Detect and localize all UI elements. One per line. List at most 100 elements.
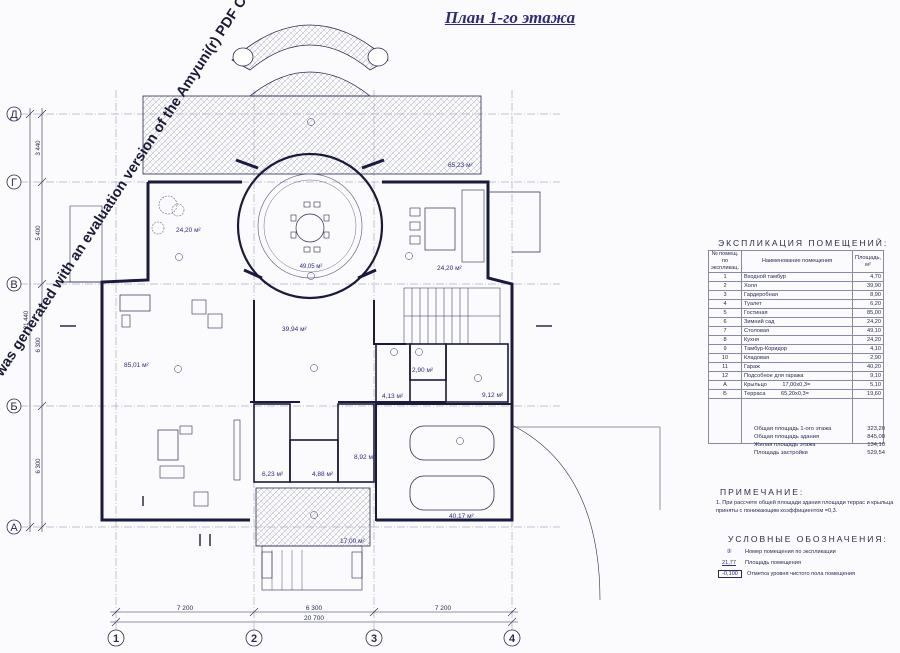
axis-marker-d (6, 106, 22, 122)
row-num: 4 (707, 299, 743, 309)
table-spacer-row (707, 398, 884, 444)
summary-value: 845,00 (867, 434, 885, 440)
row-num: 10 (707, 353, 743, 363)
summary-value: 134,10 (867, 442, 885, 448)
row-area: 9,10 (852, 371, 884, 381)
row-num: 11 (707, 362, 743, 372)
row-area: 49,10 (852, 326, 884, 336)
room-7-area: 49,05 м² (300, 264, 323, 270)
room-11-area: 40,17 м² (449, 513, 475, 520)
service-rooms (375, 343, 509, 403)
summary-row: Площадь застройки 529,54 (754, 449, 885, 457)
row-num: Б (707, 389, 743, 399)
row-area: 6,20 (852, 299, 884, 309)
summary-row: Общая площадь здания 845,00 (754, 433, 885, 441)
row-name: Гараж (741, 362, 853, 372)
upper-terrace (142, 24, 482, 175)
row-num: 8 (707, 335, 743, 345)
row-num: А (707, 380, 743, 390)
legend-symbol: -0,100 (718, 569, 742, 578)
room-2-area: 39,94 м² (282, 326, 308, 333)
room-1-area: 4,88 м² (312, 471, 334, 478)
row-name: Зимний сад (741, 317, 853, 327)
room-3-area: 8,92 м² (354, 454, 376, 461)
axis-letter-markers (6, 106, 22, 535)
row-name: Туалет (741, 299, 853, 309)
row-area: 24,20 (852, 335, 884, 345)
axis-label-4: 4 (509, 633, 516, 645)
summary-label: Общая площадь 1-ого этажа (754, 426, 832, 432)
axis-marker-b (6, 398, 22, 414)
row-num: 3 (707, 290, 743, 300)
dim-bottom-1: 7 200 (177, 605, 194, 612)
row-num: 5 (707, 308, 743, 318)
row-num: 2 (707, 281, 743, 291)
dim-left-2: 5 400 (36, 225, 42, 241)
row-name: Кухня (741, 335, 853, 345)
axis-marker-g (6, 174, 22, 190)
summary-value: 529,54 (867, 450, 885, 456)
legend-symbol: ③ (726, 548, 732, 555)
dim-left-4: 6 300 (36, 458, 42, 474)
axis-label-2: 2 (251, 633, 257, 645)
row-name: Подсобное для гаража (741, 371, 853, 381)
porch-a-area: 17,00 м² (340, 538, 366, 545)
staircase (403, 287, 501, 345)
room-10-area: 4,13 м² (382, 393, 404, 400)
entrance-porch (255, 487, 371, 591)
axis-marker-a (6, 519, 22, 535)
axis-label-1: 1 (113, 633, 119, 645)
legend-text: Отметка уровня чистого пола помещения (747, 570, 856, 577)
row-name: Холл (741, 281, 853, 291)
exterior-walls (100, 180, 514, 522)
row-name: Гардеробная (741, 290, 853, 300)
dining-rotunda (235, 152, 385, 300)
row-area: 2,90 (852, 353, 884, 363)
entry-rooms (253, 403, 375, 483)
row-name: Гостиная (741, 308, 853, 318)
summary-row: Жилая площадь этажа 134,10 (754, 441, 885, 449)
room-4-area: 6,23 м² (262, 471, 284, 478)
summary-label: Площадь застройки (754, 450, 808, 456)
row-area: 5,10 (852, 380, 884, 390)
bottom-dimension-chain (110, 607, 518, 627)
row-name: Входной тамбур (741, 272, 853, 282)
row-area: 39,90 (852, 281, 884, 291)
kitchen-terrace (488, 191, 541, 253)
summary-label: Общая площадь здания (754, 434, 820, 440)
garage-room (375, 403, 661, 601)
terrace-b-area: 65,23 м² (448, 162, 474, 169)
legend-text: Площадь помещения (745, 559, 801, 566)
dim-bottom-3: 7 200 (435, 605, 452, 612)
dim-left-3: 6 300 (36, 337, 42, 353)
row-name: Столовая (741, 326, 853, 336)
summary-label: Жилая площадь этажа (754, 442, 816, 448)
dim-left-total: 21 440 (24, 310, 30, 329)
row-name: Тамбур-Коридор (741, 344, 853, 354)
row-num: 1 (707, 272, 743, 282)
dim-bottom-total: 20 700 (304, 615, 324, 622)
dim-left-1: 3 440 (36, 140, 42, 156)
axis-label-d: Д (10, 109, 18, 121)
kitchen-room (405, 189, 485, 263)
axis-label-v: В (10, 279, 17, 291)
room-12-area: 9,12 м² (482, 392, 504, 399)
row-area: 24,20 (852, 317, 884, 327)
explication-heading: ЭКСПЛИКАЦИЯ ПОМЕЩЕНИЙ: (718, 238, 889, 248)
legend-text: Номер помещения по экспликации (745, 548, 836, 555)
col-area-header: Площадь, м² (852, 250, 884, 273)
row-name: Крыльцо 17,00х0,3= (741, 380, 853, 390)
plan-title: План 1-го этажа (444, 8, 576, 27)
legend-item: -0,100 Отметка уровня чистого пола помеще… (718, 568, 888, 579)
